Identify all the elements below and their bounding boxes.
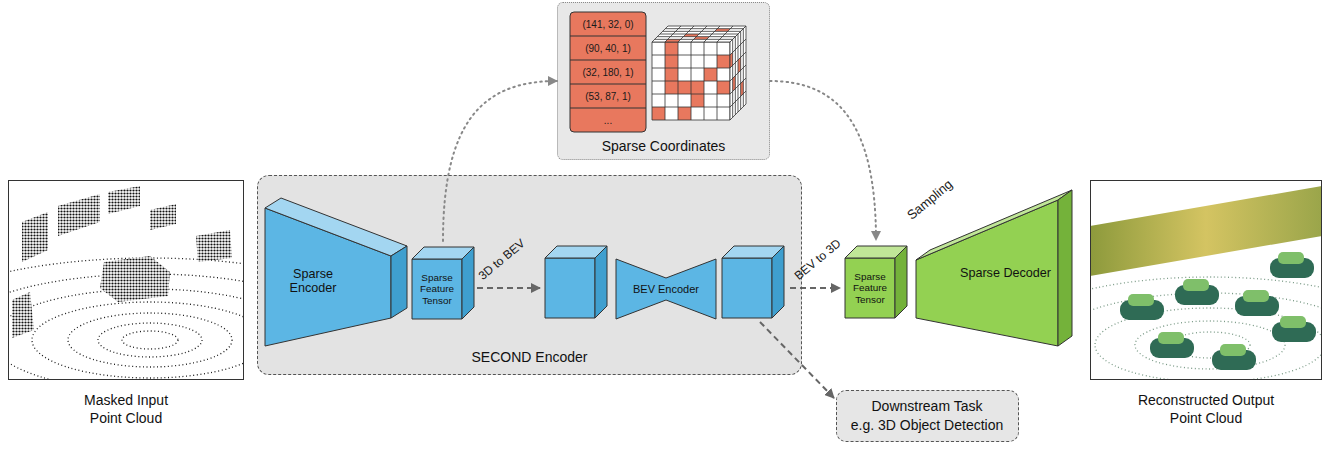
shape-face — [916, 200, 1058, 346]
node-text: Sparse Encoder — [273, 267, 353, 296]
coordinate-table — [570, 12, 646, 132]
decoder-prism: Sparse Decoder — [908, 188, 1078, 350]
shape-face — [616, 259, 716, 319]
bowtie-block: BEV Encoder — [616, 251, 716, 327]
shape-face — [412, 259, 462, 319]
node-text: Sparse Coordinates — [602, 138, 726, 154]
dashed-arrow — [477, 288, 840, 398]
node-text: Downstream Task — [871, 397, 982, 416]
text-holder: Masked Input Point Cloud — [76, 391, 176, 427]
blank-tensor — [545, 246, 784, 318]
node-text: Sparse Feature Tensor — [845, 271, 895, 305]
table-cell: (32, 180, 1) — [582, 67, 633, 78]
node-text: SECOND Encoder — [472, 349, 588, 365]
node-text: Masked Input Point Cloud — [76, 391, 176, 427]
dotted-connector — [443, 81, 557, 241]
dotted-connector — [770, 81, 876, 240]
shape-outline — [263, 196, 413, 348]
node-text: BEV Encoder — [633, 283, 699, 296]
shape-face — [265, 198, 407, 256]
task-box: Downstream Taske.g. 3D Object Detection — [836, 390, 1019, 442]
text-holder: BEV Encoder — [620, 275, 712, 303]
text-holder: Reconstructed Output Point Cloud — [1134, 391, 1279, 427]
node-text: e.g. 3D Object Detection — [851, 416, 1004, 435]
text-holder: SECOND Encoder — [258, 349, 801, 365]
node-text: Reconstructed Output Point Cloud — [1134, 391, 1279, 427]
image-frame: Reconstructed Output Point Cloud — [1090, 180, 1322, 380]
input-point-cloud-art — [8, 180, 244, 380]
encoder-group: SECOND Encoder Sparse Encoder Sparse Featu… — [257, 175, 802, 375]
shape-face — [845, 258, 895, 318]
image-frame: Masked Input Point Cloud — [8, 180, 244, 380]
shape-face — [895, 246, 907, 318]
encoder-prism: Sparse Encoder — [263, 196, 413, 348]
text-holder: Sparse Encoder — [273, 256, 353, 306]
voxel-grid — [652, 26, 746, 120]
table-cell: ... — [604, 115, 612, 126]
table-cell: (90, 40, 1) — [585, 43, 631, 54]
table-cell: (53, 87, 1) — [585, 91, 631, 102]
shape-face — [1058, 190, 1072, 346]
text-holder: Sparse Decoder — [958, 246, 1053, 300]
tensor-cube: Sparse Feature Tensor — [412, 241, 474, 321]
text-holder: Downstream Taske.g. 3D Object Detection — [851, 397, 1004, 435]
shape-face — [391, 246, 407, 318]
table-cell: (141, 32, 0) — [582, 19, 633, 30]
output-point-cloud-art — [1090, 180, 1322, 380]
text-holder: Sparse Feature Tensor — [845, 258, 895, 318]
node-text: Sparse Decoder — [960, 266, 1051, 280]
text-holder: Sparse Feature Tensor — [412, 259, 462, 319]
text-holder: Sparse Coordinates — [558, 138, 769, 154]
shape-face — [462, 247, 474, 319]
tensor-cube: Sparse Feature Tensor — [845, 240, 907, 320]
node-text: Sparse Feature Tensor — [412, 272, 462, 306]
panel-fill — [557, 2, 770, 160]
group-fill — [257, 175, 802, 375]
arrow-label: Sampling — [905, 177, 956, 223]
